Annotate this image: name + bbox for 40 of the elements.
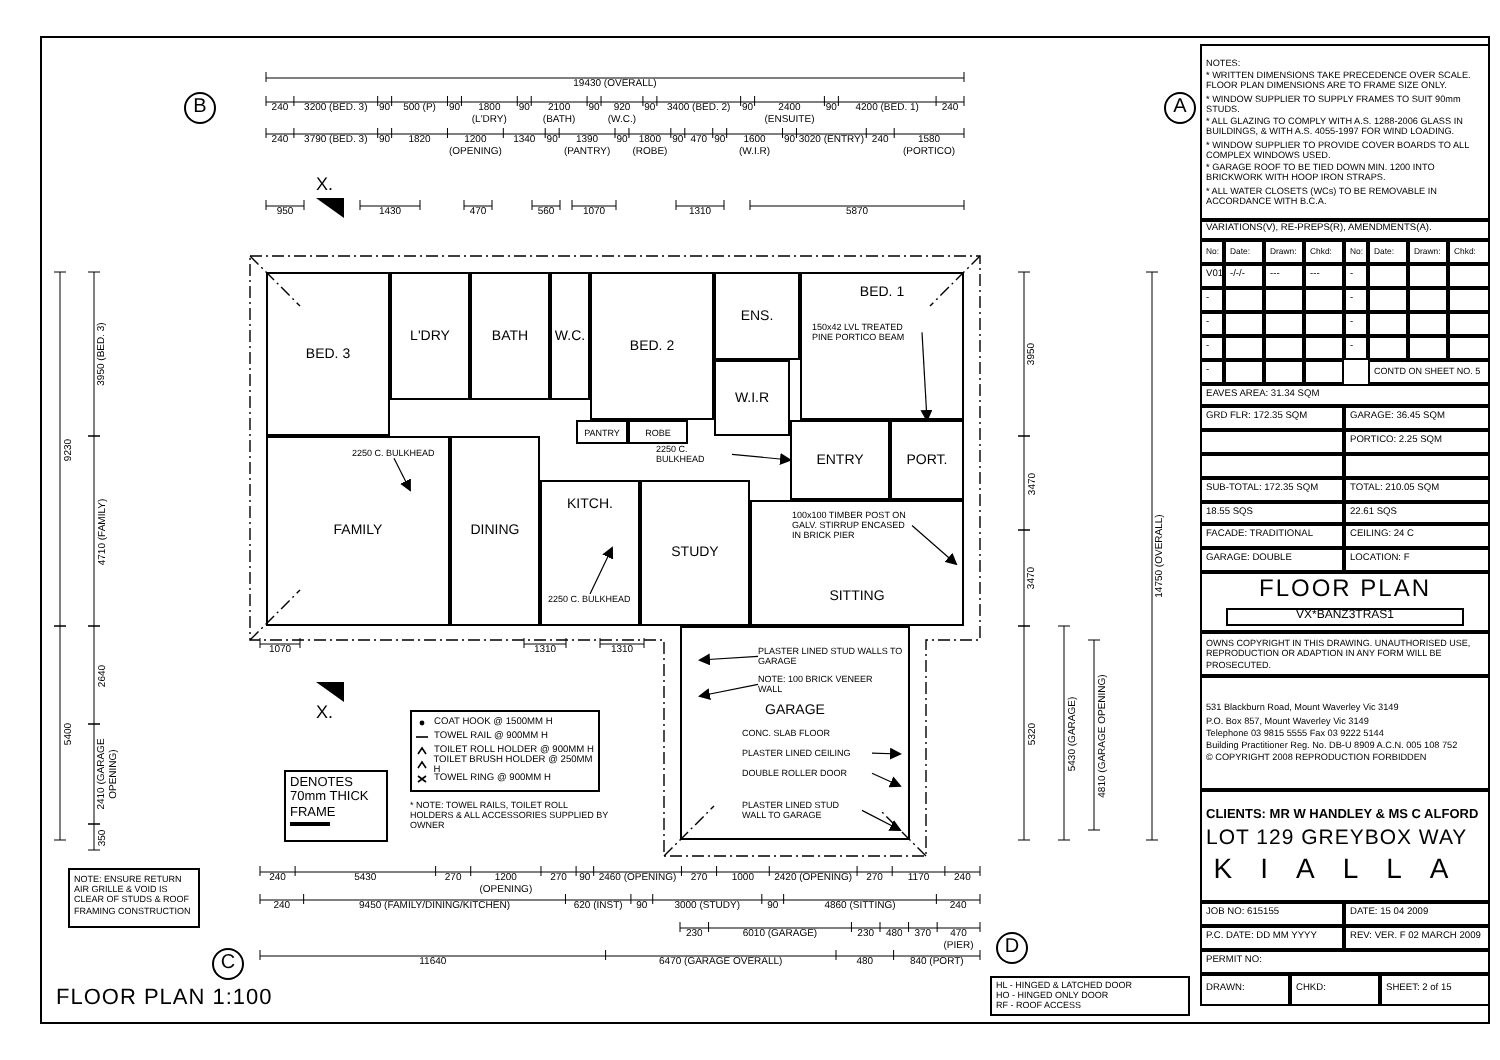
room-outline (550, 272, 590, 400)
room-outline (714, 272, 800, 360)
room-outline (714, 360, 790, 436)
leader-line (861, 809, 902, 831)
grid-reference: A (1164, 92, 1196, 124)
section-label: X. (316, 704, 336, 724)
leader-line (393, 457, 411, 492)
room-outline (790, 420, 890, 500)
leader-line (698, 683, 759, 700)
room-outline (390, 272, 470, 400)
leader-line (871, 747, 902, 760)
room-outline (640, 480, 750, 626)
room-outline (680, 626, 910, 840)
drawing-title: FLOOR PLAN 1:100 (56, 986, 273, 1010)
note-box (68, 868, 200, 928)
room-outline (576, 420, 628, 444)
note-box (284, 770, 388, 842)
leader-line (911, 524, 958, 566)
grid-reference: C (212, 948, 244, 980)
leader-line (589, 546, 614, 595)
sheet-title: FLOOR PLAN (1256, 576, 1434, 604)
room-outline (628, 420, 688, 444)
room-outline (800, 272, 964, 420)
room-outline (890, 420, 964, 500)
leader-line (920, 331, 933, 422)
section-label: X. (316, 176, 336, 196)
room-outline (266, 436, 450, 626)
room-outline (266, 272, 390, 436)
room-outline (450, 436, 540, 626)
leader-line (731, 453, 792, 465)
client-text: LOT 129 GREYBOX WAY (1206, 825, 1470, 850)
client-text: KIALLA (1211, 851, 1479, 884)
room-outline (470, 272, 550, 400)
room-outline (590, 272, 714, 420)
grid-reference: D (996, 932, 1028, 964)
leader-line (698, 653, 759, 666)
grid-reference: B (184, 92, 216, 124)
leader-line (871, 772, 902, 788)
room-outline (540, 480, 640, 626)
room-outline (750, 500, 964, 626)
